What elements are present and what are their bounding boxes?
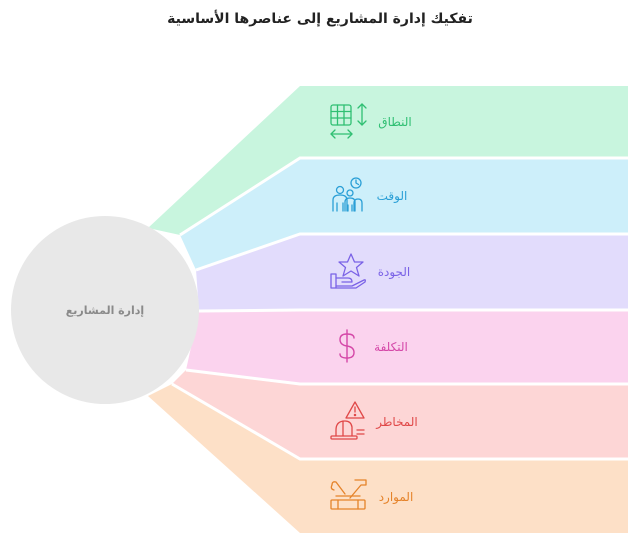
diagram-title: تفكيك إدارة المشاريع إلى عناصرها الأساسي… — [167, 11, 473, 27]
center-label: إدارة المشاريع — [66, 304, 144, 317]
star-hand-icon — [330, 253, 366, 289]
label-risk: المخاطر — [375, 415, 418, 430]
center-circle — [11, 216, 199, 404]
band-cost — [186, 310, 628, 384]
band-time — [180, 158, 628, 270]
label-scope: النطاق — [378, 115, 411, 129]
band-separators — [171, 156, 628, 461]
dollar-icon — [339, 329, 355, 363]
band-scope — [148, 86, 628, 235]
label-cost: التكلفة — [374, 340, 408, 354]
label-quality: الجودة — [378, 265, 411, 280]
warning-helmet-icon — [330, 401, 365, 440]
band-risk — [172, 370, 628, 459]
people-clock-icon — [332, 177, 363, 212]
band-quality — [196, 234, 628, 311]
label-time: الوقت — [377, 189, 408, 204]
tools-box-icon — [330, 479, 367, 510]
band-resources — [148, 384, 628, 533]
element-bands — [148, 86, 628, 533]
grid-resize-icon — [330, 103, 367, 139]
label-resources: الموارد — [379, 490, 414, 505]
